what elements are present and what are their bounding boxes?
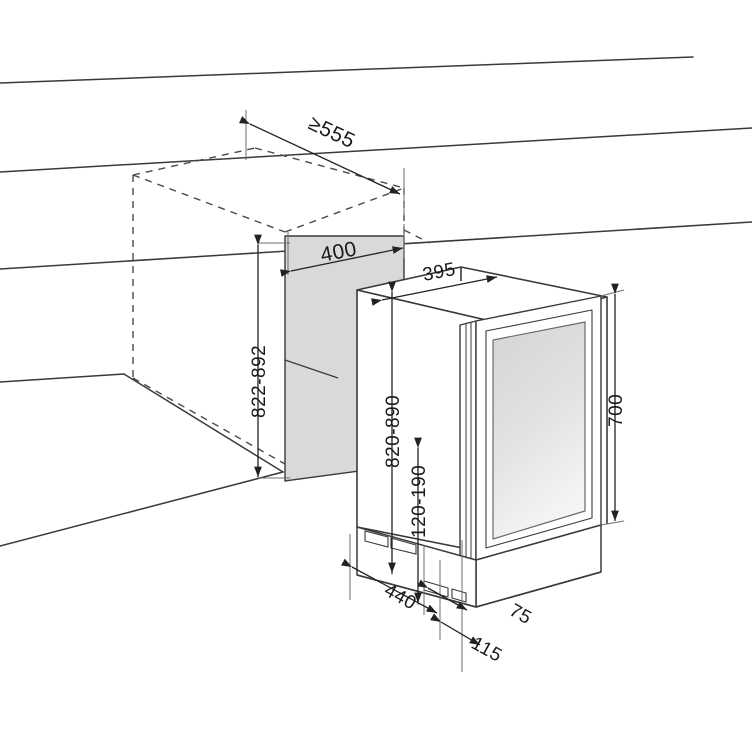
dim-arrow-niche-width — [280, 246, 404, 277]
niche-top-front-left — [132, 174, 286, 233]
floor-line-left — [0, 471, 284, 547]
door-glass-panel — [492, 321, 586, 540]
niche-edge-right-short — [403, 229, 431, 244]
dimension-arrows — [238, 116, 619, 646]
niche-top-back-left — [132, 147, 256, 176]
dim-label-app-height: 820-890 — [383, 395, 404, 468]
counter-top-back-edge — [0, 56, 694, 84]
ext-700-bottom — [600, 520, 625, 526]
niche-top-front-right — [284, 187, 405, 233]
dim-label-plinth: 120-190 — [409, 465, 430, 538]
dim-arrow-foot-front — [417, 579, 468, 611]
plinth-bottom-edge-front — [475, 571, 602, 608]
niche-panel-mid-line — [284, 359, 339, 379]
dim-label-niche-height: 822-892 — [249, 345, 270, 418]
foot-slot-rear — [364, 530, 389, 548]
dim-arrow-foot-rear — [430, 613, 481, 646]
dim-arrow-app-width — [371, 275, 498, 306]
wall-left-shelf-edge — [0, 373, 125, 383]
appliance-door — [459, 295, 602, 565]
dim-arrow-depth — [238, 116, 401, 195]
door-edge-thickness — [459, 320, 477, 565]
dim-label-door-height: 700 — [606, 394, 627, 427]
